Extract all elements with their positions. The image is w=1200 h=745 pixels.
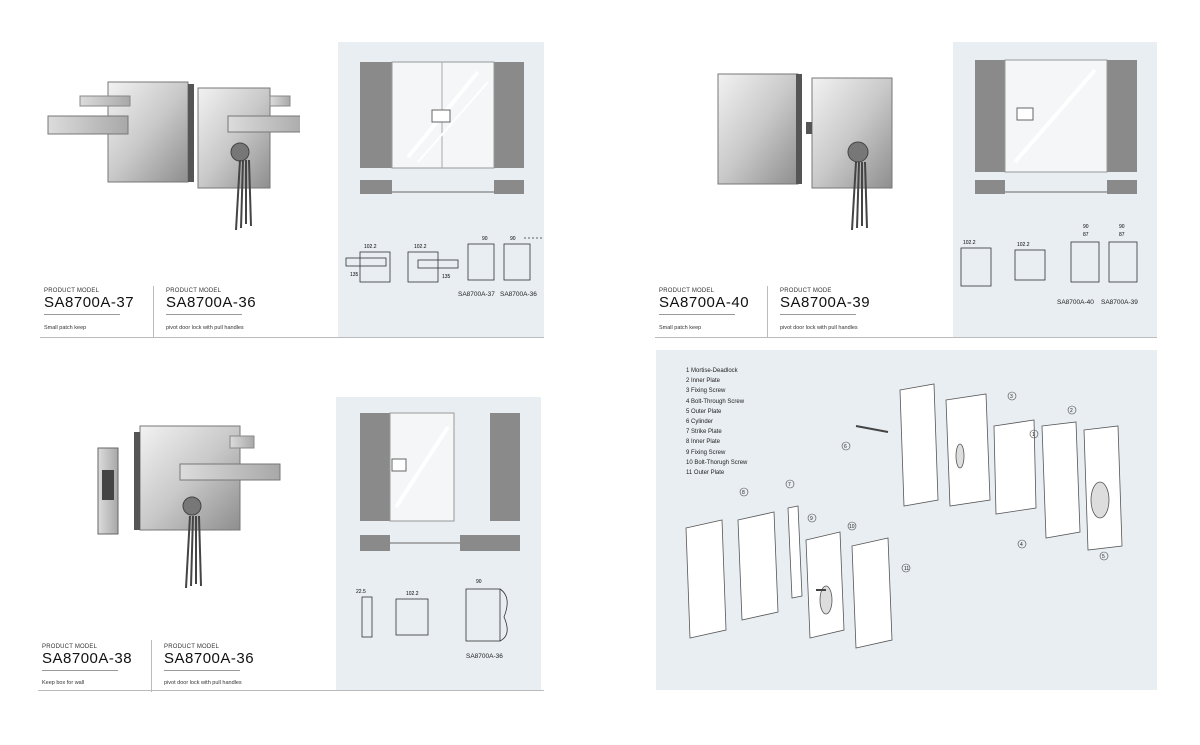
legend-item: 2 Inner Plate [686,378,721,385]
model-block-36b: PRODUCT MODEL SA8700A-36 [164,644,254,667]
model-block-40: PRODUCT MODEL SA8700A-40 [659,288,749,311]
product-model-number: SA8700A-37 [44,294,135,311]
product-desc: pivot door lock with pull handles [164,680,242,686]
product-desc: Keep box for wall [42,680,85,686]
product-model-number: SA8700A-36 [164,650,255,667]
product-model-label: PRODUCT MODE [780,288,832,294]
product-photo-38-36 [88,408,328,598]
product-desc: pivot door lock with pull handles [166,325,244,331]
divider [166,314,242,315]
dim-label: 87 [1119,232,1125,238]
callout: 10 [849,524,855,530]
caption-b: SA8700A-36 [500,291,537,298]
lock-photo-pair-icon [717,73,893,231]
legend-item: 1 Mortise-Deadlock [686,368,738,374]
divider [780,314,856,315]
dim-label: 90 [476,579,482,585]
dim-label: 102.2 [364,244,377,250]
dim-label: 102.2 [406,591,419,597]
product-photo-40-39 [710,66,900,236]
dim-label: 90 [510,236,516,242]
product-photo-37-36 [40,60,309,240]
callout: 9 [810,516,813,522]
caption-a: SA8700A-40 [1057,299,1094,306]
legend-item: 11 Outer Plate [686,470,725,477]
dim-label: 102.2 [963,240,976,246]
product-desc: pivot door lock with pull handles [780,325,858,331]
callout: 7 [788,482,791,488]
parts-legend: 1 Mortise-Deadlock 2 Inner Plate 3 Fixin… [686,366,747,478]
callout: 8 [742,490,745,496]
model-block-39: PRODUCT MODE SA8700A-39 [780,288,870,311]
divider [42,670,118,671]
callout: 11 [904,566,909,572]
exploded-parts-drawing: 3 1 2 4 5 6 8 7 9 10 11 [685,383,1123,649]
model-block-37: PRODUCT MODEL SA8700A-37 [44,288,134,311]
callout: 4 [1020,542,1023,548]
callout: 1 [1032,432,1035,438]
dim-label: 22.5 [356,589,366,595]
dim-label: 135 [350,272,359,278]
dim-label: 102.2 [414,244,427,250]
legend-item: 6 Cylinder [686,419,714,426]
model-block-38: PRODUCT MODEL SA8700A-38 [42,644,132,667]
legend-item: 7 Strike Plate [686,429,722,436]
model-block-36a: PRODUCT MODEL SA8700A-36 [166,288,256,311]
divider [153,286,154,338]
callout: 2 [1070,408,1073,414]
lock-photo-pair-icon [47,81,309,231]
lock-photo-keep-icon [97,425,281,589]
divider [767,286,768,338]
callout: 3 [1010,394,1013,400]
dim-label: 90 [1083,224,1089,230]
panel-exploded-view: 1 Mortise-Deadlock 2 Inner Plate 3 Fixin… [656,350,1157,690]
legend-item: 8 Inner Plate [686,439,721,446]
dim-label: 90 [1119,224,1125,230]
product-model-number: SA8700A-40 [659,294,750,311]
legend-item: 4 Bolt-Through Screw [686,398,745,405]
callout: 5 [1102,554,1105,560]
divider [40,337,544,338]
legend-item: 9 Fixing Screw [686,449,726,456]
product-model-label: PRODUCT MODEL [164,644,220,650]
product-model-label: PRODUCT MODEL [166,288,222,294]
caption-b: SA8700A-39 [1101,299,1138,306]
product-model-number: SA8700A-39 [780,294,871,311]
divider [151,640,152,692]
caption: SA8700A-36 [466,653,503,660]
product-model-number: SA8700A-36 [166,294,257,311]
product-model-label: PRODUCT MODEL [659,288,715,294]
divider [164,670,240,671]
divider [655,337,1157,338]
legend-item: 3 Fixing Screw [686,388,726,395]
caption-a: SA8700A-37 [458,291,495,298]
product-model-number: SA8700A-38 [42,650,133,667]
legend-item: 10 Bolt-Thorugh Screw [686,459,748,466]
divider [38,690,544,691]
panel-door-diagram-38: 22.5 102.2 90 SA8700A-36 [336,397,541,690]
panel-door-diagram-40: 102.2 102.2 90 90 87 87 SA8700A-40 SA870… [953,42,1157,338]
dim-label: 135 [442,274,451,280]
product-desc: Small patch keep [659,325,702,331]
product-desc: Small patch keep [44,325,87,331]
callout: 6 [844,444,847,450]
product-model-label: PRODUCT MODEL [42,644,98,650]
divider [659,314,735,315]
dim-label: 87 [1083,232,1089,238]
product-model-label: PRODUCT MODEL [44,288,100,294]
divider [44,314,120,315]
dim-label: 102.2 [1017,242,1030,248]
legend-item: 5 Outer Plate [686,408,722,415]
panel-door-diagram-37: 102.2 102.2 90 90 135 135 SA8700A-37 SA8… [338,42,544,338]
dim-label: 90 [482,236,488,242]
